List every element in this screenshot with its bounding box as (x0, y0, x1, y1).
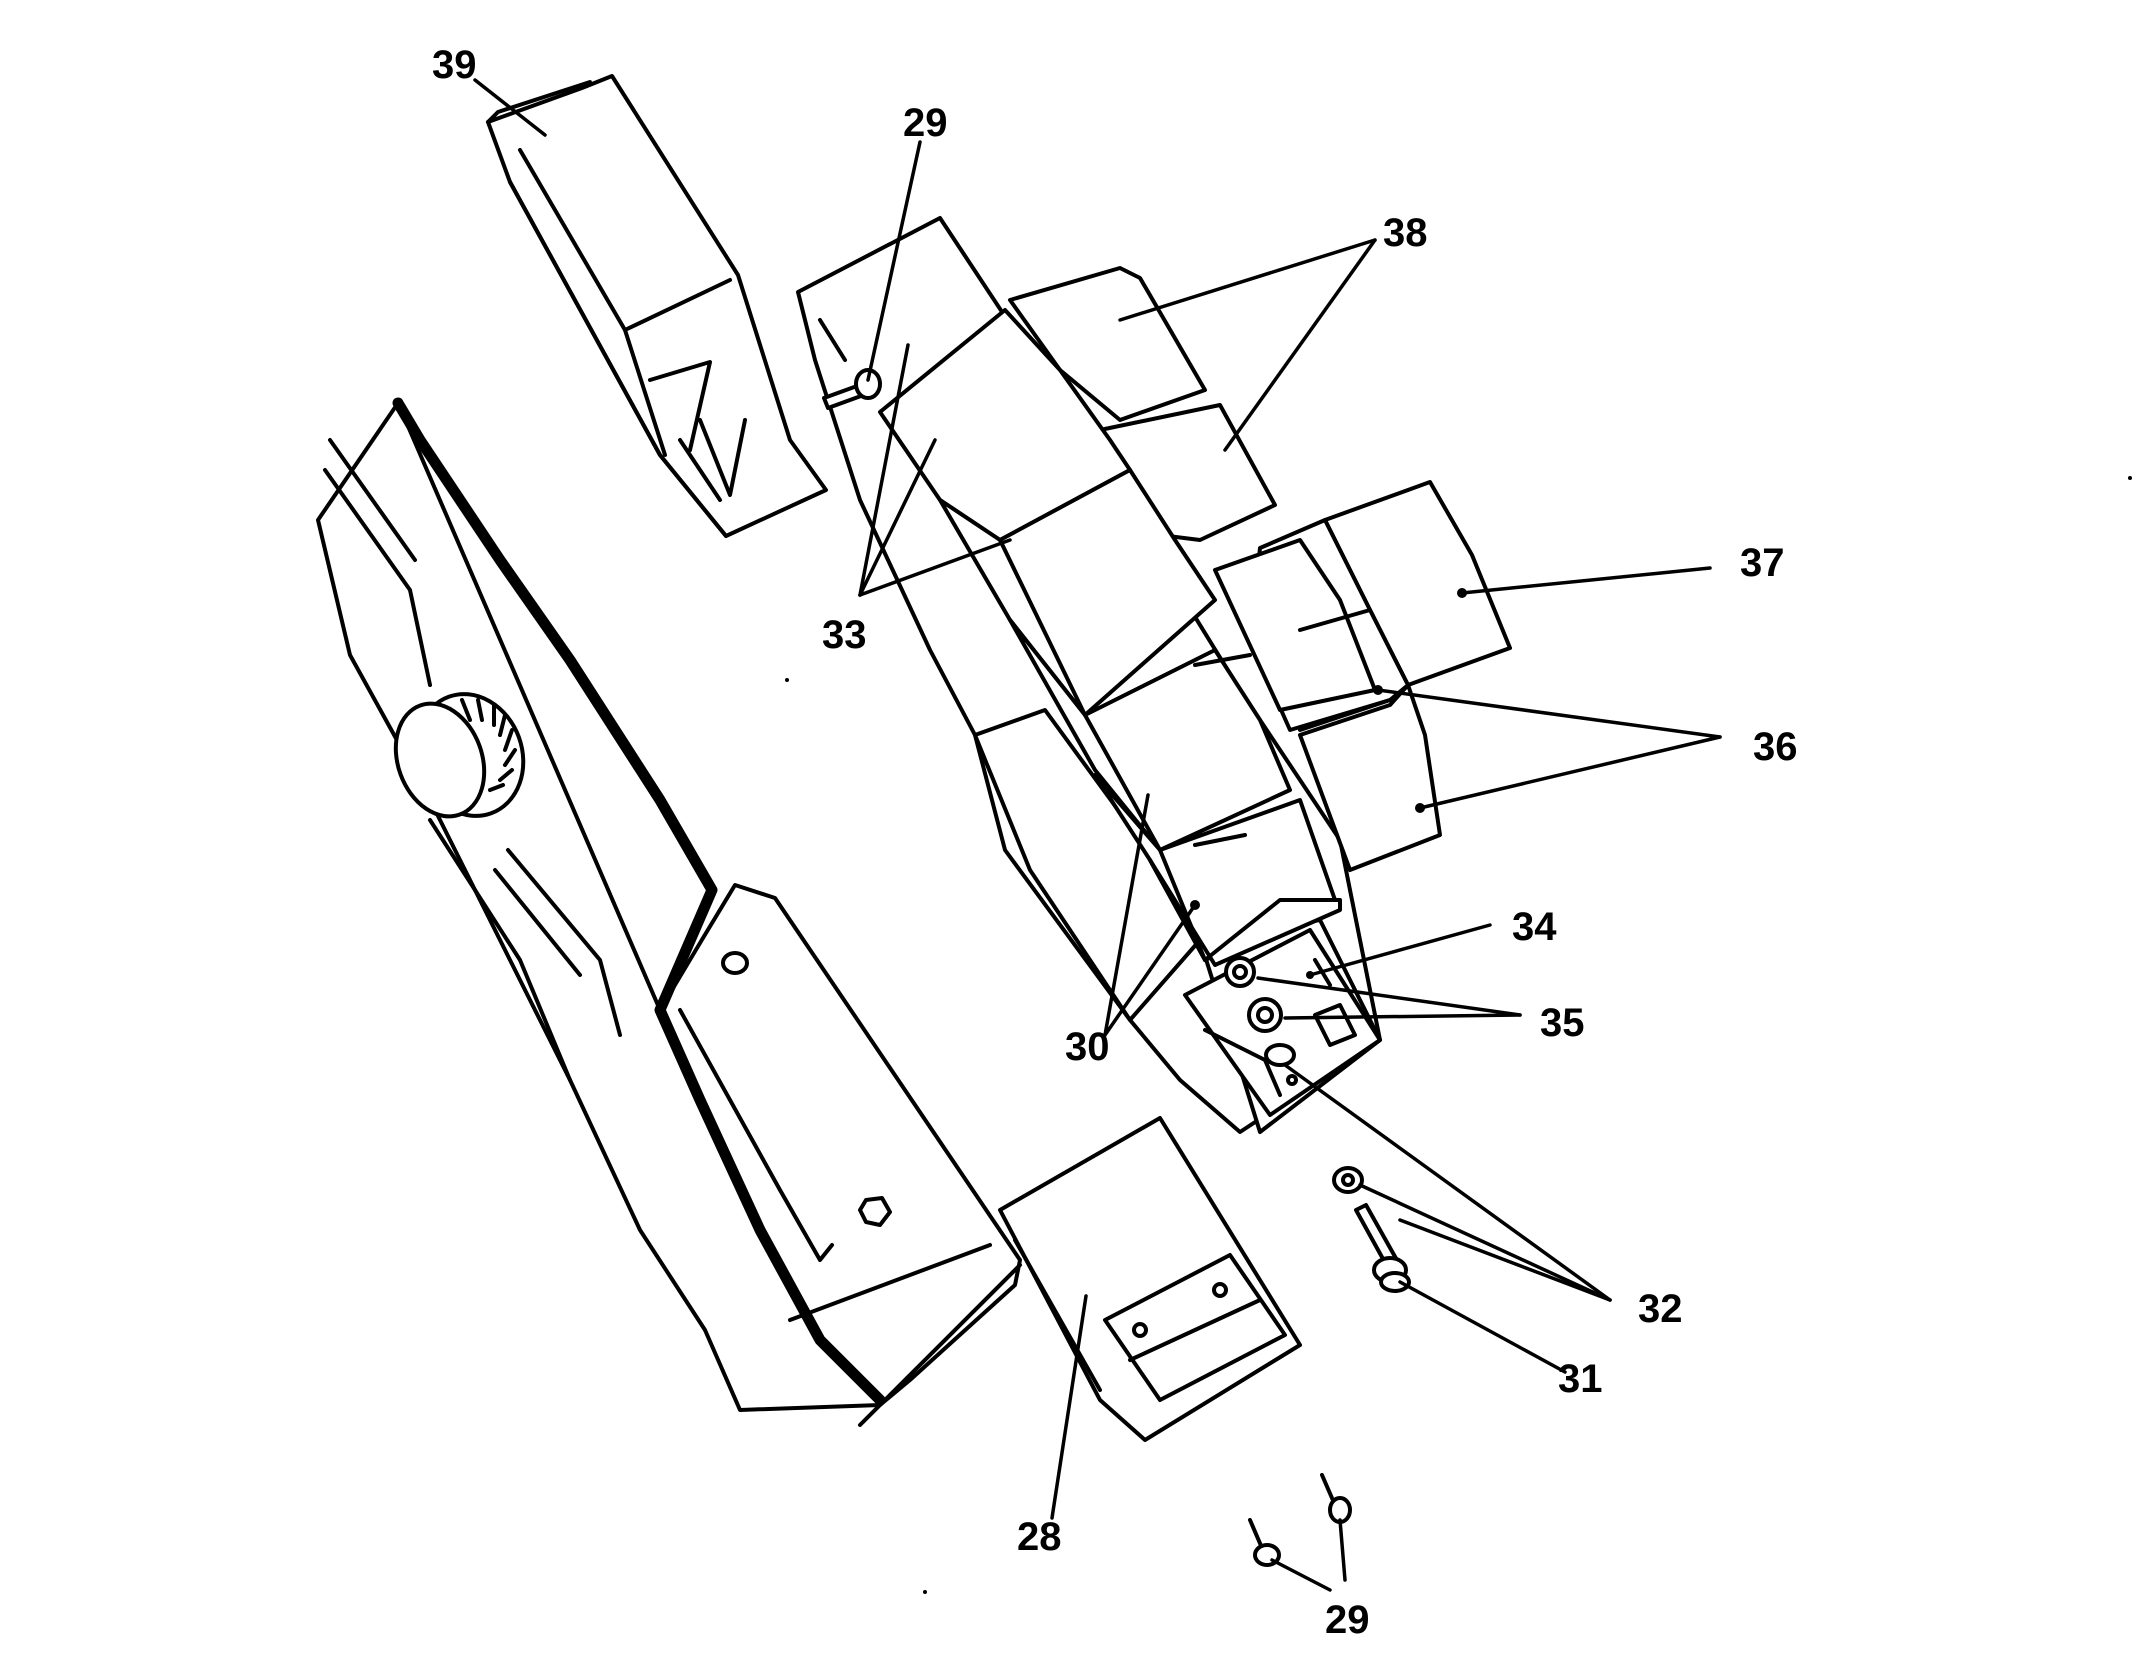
callout-33: 33 (822, 613, 867, 657)
part-28-bracket (998, 1116, 1302, 1442)
part-34-plate (1183, 928, 1382, 1117)
part-29-bottom-screws (1248, 1473, 1352, 1567)
callout-30: 30 (1065, 1025, 1110, 1069)
callout-labels: 39 29 38 37 36 33 34 35 30 32 31 28 29 (432, 43, 1798, 1642)
callout-29-bottom: 29 (1325, 1598, 1370, 1642)
dial-knob (393, 692, 526, 819)
part-29-top-screw (822, 368, 882, 410)
callout-32: 32 (1638, 1287, 1683, 1331)
part-39-tray (486, 74, 828, 538)
callout-38: 38 (1383, 211, 1428, 255)
part-33-blocks (878, 308, 1342, 967)
callout-37: 37 (1740, 541, 1785, 585)
callout-28: 28 (1017, 1515, 1062, 1559)
callout-34: 34 (1512, 905, 1557, 949)
callout-29-top: 29 (903, 101, 948, 145)
part-36-37-blocks (1213, 480, 1512, 872)
leader-lines (473, 78, 1722, 1592)
callout-36: 36 (1753, 725, 1798, 769)
stray-marks (785, 476, 2132, 1594)
callout-31: 31 (1558, 1357, 1603, 1401)
housing-holes (721, 951, 892, 1227)
callout-39: 39 (432, 43, 477, 87)
part-31-32-fasteners (1332, 1166, 1411, 1293)
callout-35: 35 (1540, 1001, 1585, 1045)
